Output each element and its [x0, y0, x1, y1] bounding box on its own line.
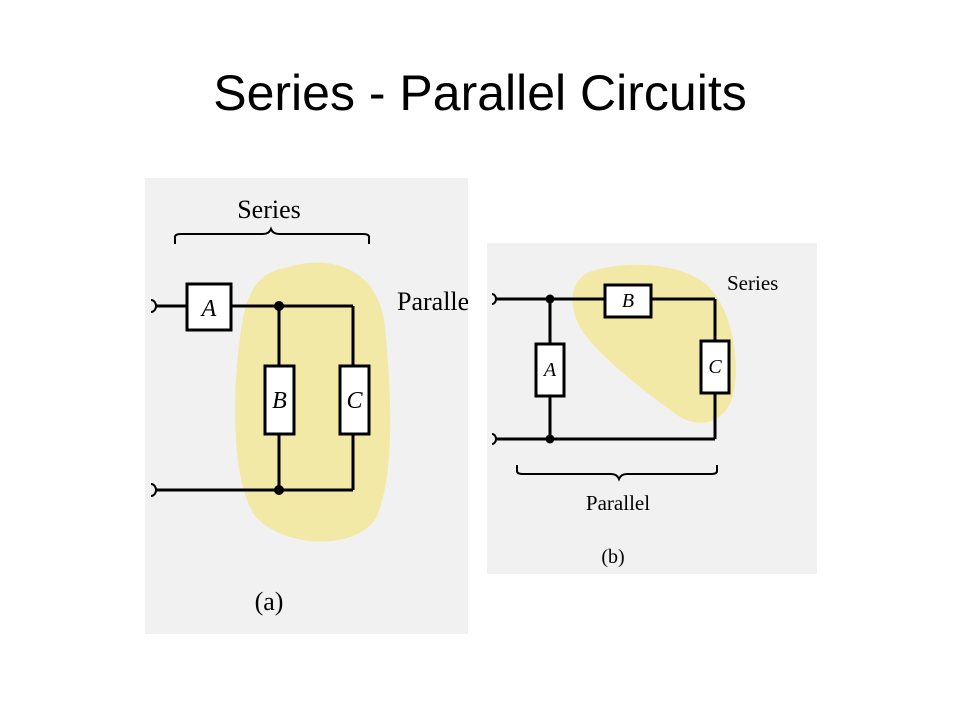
figure-b-component-a	[534, 342, 566, 398]
figure-b-component-a-label: A	[542, 359, 557, 381]
figure-b-component-b-label: B	[622, 290, 634, 312]
figure-a-component-a-label: A	[200, 296, 217, 322]
figure-a-diagram: Series Parallel A B C (a)	[150, 195, 468, 616]
figure-a-component-c-label: C	[346, 388, 363, 414]
figure-b-component-b	[603, 283, 653, 319]
figure-a-junction-top	[274, 301, 284, 311]
slide-title: Series - Parallel Circuits	[213, 65, 747, 121]
figure-a-component-b	[263, 364, 296, 436]
figure-b-series-label: Series	[727, 271, 778, 295]
figure-b-component-c	[699, 339, 731, 395]
figure-b-junction-bottom	[545, 434, 555, 444]
figure-a-component-b-label: B	[272, 388, 287, 414]
figure-a-junction-bottom	[274, 485, 284, 495]
figure-a-component-c	[338, 364, 371, 436]
figure-b-component-c-label: C	[708, 356, 722, 378]
figure-b-parallel-brace	[516, 465, 718, 482]
figure-a-parallel-highlight	[235, 262, 391, 542]
figure-a-panel: Series Parallel A B C (a)	[145, 178, 468, 634]
figure-a-series-label: Series	[237, 195, 301, 224]
figure-a-parallel-label: Parallel	[397, 287, 468, 316]
figure-b-parallel-label: Parallel	[586, 491, 650, 515]
figure-a-series-brace	[174, 226, 370, 244]
figure-a-wires	[155, 304, 355, 492]
figure-b-panel: Series A B C Parallel (b)	[487, 243, 817, 574]
figure-b-caption: (b)	[601, 546, 624, 568]
figure-b-diagram: Series A B C Parallel (b)	[491, 264, 778, 568]
figure-b-junction-top	[545, 294, 555, 304]
figure-a-caption: (a)	[255, 587, 284, 616]
figure-a-component-a	[185, 282, 233, 332]
